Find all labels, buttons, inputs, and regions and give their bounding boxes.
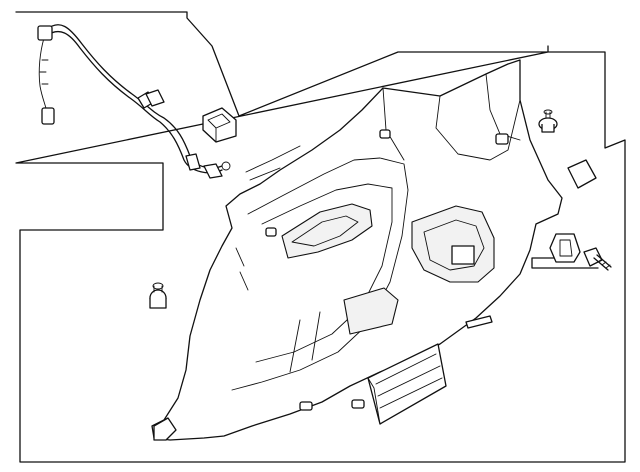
diagram-frame [15, 11, 626, 463]
quarter-trim-panel[interactable] [151, 59, 563, 441]
retainer-tab[interactable] [465, 315, 493, 329]
rear-lower-cover[interactable] [367, 343, 447, 425]
access-cover[interactable] [567, 159, 597, 189]
push-clip-right[interactable] [538, 109, 558, 133]
wiring-harness[interactable] [37, 24, 231, 179]
connector-bracket[interactable] [202, 107, 237, 143]
hook-retainer[interactable] [531, 233, 599, 269]
bolt[interactable] [583, 247, 612, 271]
push-clip-left[interactable] [149, 282, 167, 309]
